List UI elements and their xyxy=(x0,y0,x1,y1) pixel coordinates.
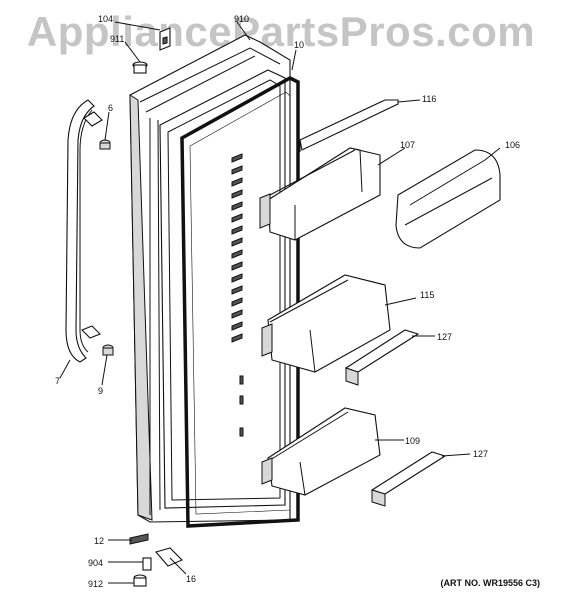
shelf-rail xyxy=(299,99,399,152)
callout-109: 109 xyxy=(405,436,421,446)
callout-9: 9 xyxy=(98,386,104,396)
top-hinge-parts xyxy=(132,27,171,74)
callout-904: 904 xyxy=(88,558,104,568)
door-gasket xyxy=(180,76,300,528)
door-bin-upper xyxy=(259,147,381,241)
bin-cover-lower xyxy=(370,451,447,507)
door-bin-lower xyxy=(261,407,381,496)
callout-16: 16 xyxy=(186,574,197,584)
callout-127-upper: 127 xyxy=(437,332,453,342)
callout-7: 7 xyxy=(55,376,61,386)
door-liner xyxy=(159,69,286,509)
bin-cover-upper xyxy=(344,329,420,386)
callout-10: 10 xyxy=(294,40,305,50)
callout-912: 912 xyxy=(88,579,104,589)
dairy-cover xyxy=(395,149,501,249)
callout-12: 12 xyxy=(94,536,105,546)
door-bin-middle xyxy=(261,274,391,373)
leader-lines xyxy=(59,21,501,584)
bottom-hinge-parts xyxy=(129,533,183,587)
callout-104: 104 xyxy=(98,14,114,24)
art-number: (ART NO. WR19556 C3) xyxy=(440,578,540,588)
callout-107: 107 xyxy=(400,140,416,150)
callout-115: 115 xyxy=(420,290,435,300)
callout-127-lower: 127 xyxy=(473,449,489,459)
callout-106: 106 xyxy=(505,140,521,150)
callout-6: 6 xyxy=(108,103,114,113)
callout-911: 911 xyxy=(110,34,125,44)
callout-116: 116 xyxy=(422,94,437,104)
door-handle xyxy=(65,99,103,363)
callout-910: 910 xyxy=(234,14,250,24)
shelf-supports xyxy=(231,153,244,437)
handle-screws xyxy=(99,139,114,356)
